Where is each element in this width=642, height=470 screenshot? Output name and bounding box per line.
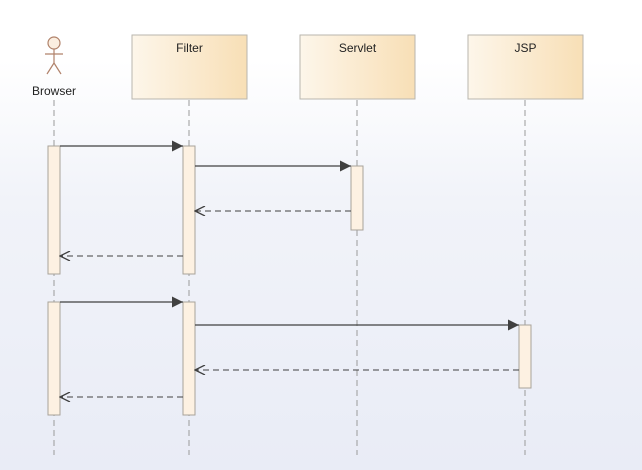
activation-filter-2 (182, 301, 196, 416)
participant-filter: Filter (131, 34, 248, 100)
activation-jsp-1 (518, 324, 532, 389)
participant-servlet-label: Servlet (339, 41, 377, 55)
actor-browser-label: Browser (32, 84, 76, 98)
activation-filter-1 (182, 145, 196, 275)
actor-browser-icon (45, 36, 63, 75)
participant-jsp: JSP (467, 34, 584, 100)
participant-servlet: Servlet (299, 34, 416, 100)
activation-browser-1 (47, 145, 61, 275)
activation-servlet-1 (350, 165, 364, 231)
participant-jsp-label: JSP (514, 41, 536, 55)
participant-filter-label: Filter (176, 41, 203, 55)
activation-browser-2 (47, 301, 61, 416)
